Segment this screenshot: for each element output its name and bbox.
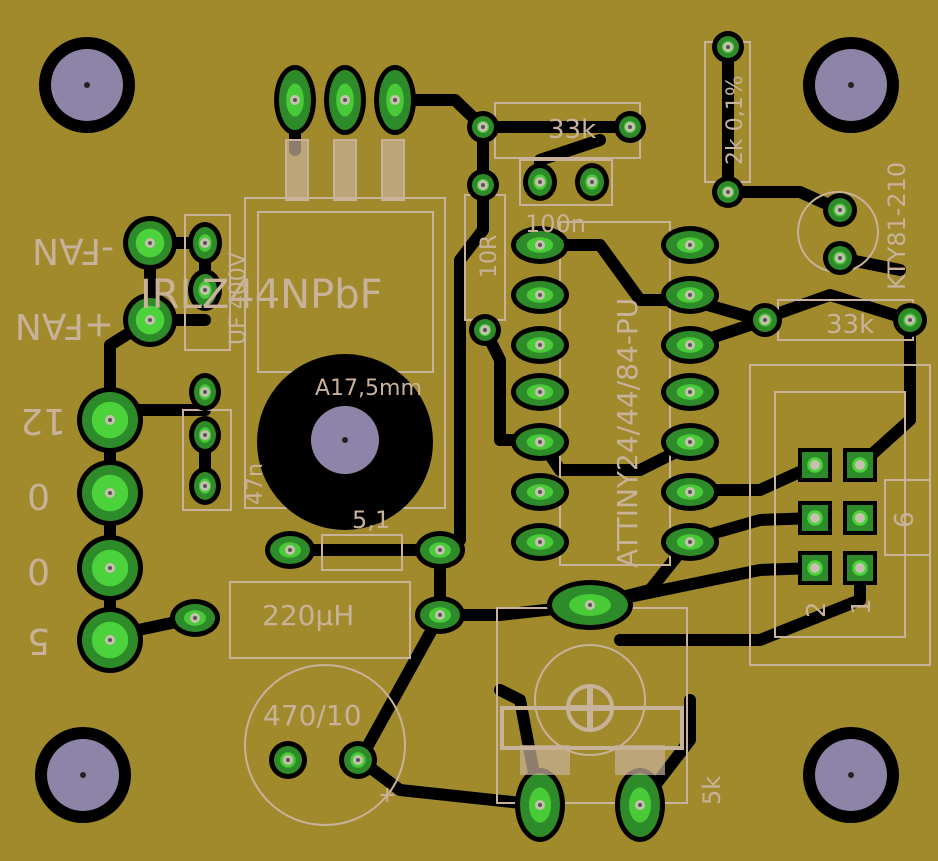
res-2k-pad-b — [712, 176, 744, 208]
res-33k-right-pad-a — [748, 303, 782, 337]
heatsink — [257, 354, 433, 530]
cap-47-pad-2 — [189, 416, 221, 454]
label-res-2k: 2k 0,1% — [723, 75, 748, 165]
cap-47-pad-3 — [189, 467, 221, 505]
inductor-pad-b — [415, 596, 465, 634]
header-pin-3 — [798, 501, 832, 535]
label-cap-100n: 100n — [525, 210, 586, 238]
pin-12-pad — [77, 387, 143, 453]
silkscreen-text: -FAN +FAN 12 0 0 5 IRLZ44NPbF UF 400V A1… — [15, 75, 920, 808]
mcu-pin-11 — [661, 373, 719, 411]
cap-100n-pad-b — [575, 163, 609, 201]
pin-5-pad — [77, 607, 143, 673]
mcu-pin-7 — [511, 523, 569, 561]
label-elcap: 470/10 — [263, 699, 362, 732]
mcu-pin-1 — [511, 226, 569, 264]
res-10r-bottom-pad — [469, 314, 501, 346]
label-pin-0a: 0 — [27, 475, 50, 516]
label-header-2: 2 — [802, 601, 832, 618]
label-pot: 5k — [698, 776, 726, 805]
label-diode-uf: UF 400V — [226, 252, 251, 345]
label-mcu: ATTINY24/44/84-PU — [611, 298, 644, 568]
elcap-pad-plus — [339, 741, 377, 779]
label-fan-minus: -FAN — [32, 230, 114, 271]
label-inductor: 220µH — [262, 599, 354, 632]
transistor-pin-s — [374, 65, 416, 135]
mcu-pin-5 — [511, 423, 569, 461]
inductor-pad-a — [170, 599, 220, 637]
pads — [77, 31, 927, 842]
fan-minus-pad — [123, 216, 177, 270]
sensor-pad-a — [823, 193, 857, 227]
label-pin-5: 5 — [27, 620, 50, 661]
mounting-holes — [35, 37, 899, 823]
mcu-pin-10 — [661, 423, 719, 461]
label-fan-plus: +FAN — [15, 305, 114, 346]
label-sensor: KTY81-210 — [883, 162, 911, 290]
diode-uf-pad-b — [188, 269, 222, 311]
header-pin-2 — [843, 448, 877, 482]
pin-0a-pad — [77, 460, 143, 526]
mcu-pin-13 — [661, 276, 719, 314]
mcu-pin-6 — [511, 473, 569, 511]
cap-47-pad-1 — [189, 373, 221, 411]
mcu-pin-14 — [661, 226, 719, 264]
label-pin-12: 12 — [20, 400, 66, 441]
label-transistor: IRLZ44NPbF — [140, 272, 383, 318]
transistor-pin-d — [324, 65, 366, 135]
label-heatsink: A17,5mm — [315, 376, 422, 401]
label-pin-0b: 0 — [27, 550, 50, 591]
res-10r-pad-b — [467, 169, 499, 201]
header-pin-1 — [798, 448, 832, 482]
label-cap-47: 47n — [243, 463, 268, 505]
zener-pad-b — [415, 531, 465, 569]
mcu-pin-2 — [511, 276, 569, 314]
label-header-6: 6 — [890, 511, 920, 528]
header-pin-5 — [798, 551, 832, 585]
mcu-pin-9 — [661, 473, 719, 511]
cap-100n-pad-a — [523, 163, 557, 201]
label-elcap-plus: + — [378, 783, 396, 808]
label-res-33k-top: 33k — [548, 115, 596, 145]
res-10r-pad-a — [467, 111, 499, 143]
label-res-33k-right: 33k — [826, 310, 874, 340]
header-pin-4 — [843, 501, 877, 535]
mcu-pin-3 — [511, 326, 569, 364]
mcu-pin-4 — [511, 373, 569, 411]
mcu-pin-12 — [661, 326, 719, 364]
label-header-1: 1 — [847, 598, 877, 615]
header-pin-6 — [843, 551, 877, 585]
zener-pad-a — [265, 531, 315, 569]
res-33k-right-pad-b — [893, 303, 927, 337]
pot-body — [500, 684, 684, 775]
diode-uf-pad-a — [188, 222, 222, 264]
sensor-pad-b — [823, 241, 857, 275]
label-res-10r: 10R — [477, 235, 502, 278]
pin-0b-pad — [77, 535, 143, 601]
mcu-pin-8 — [661, 523, 719, 561]
elcap-pad-minus — [269, 741, 307, 779]
fan-plus-pad — [123, 293, 177, 347]
label-zener: 5,1 — [352, 506, 390, 534]
res-33k-pad-b — [614, 111, 646, 143]
transistor-pin-g — [274, 65, 316, 135]
res-2k-pad-a — [712, 31, 744, 63]
pot-wiper-pad — [547, 580, 633, 630]
pot-pad-b — [615, 768, 665, 842]
pot-pad-a — [515, 768, 565, 842]
